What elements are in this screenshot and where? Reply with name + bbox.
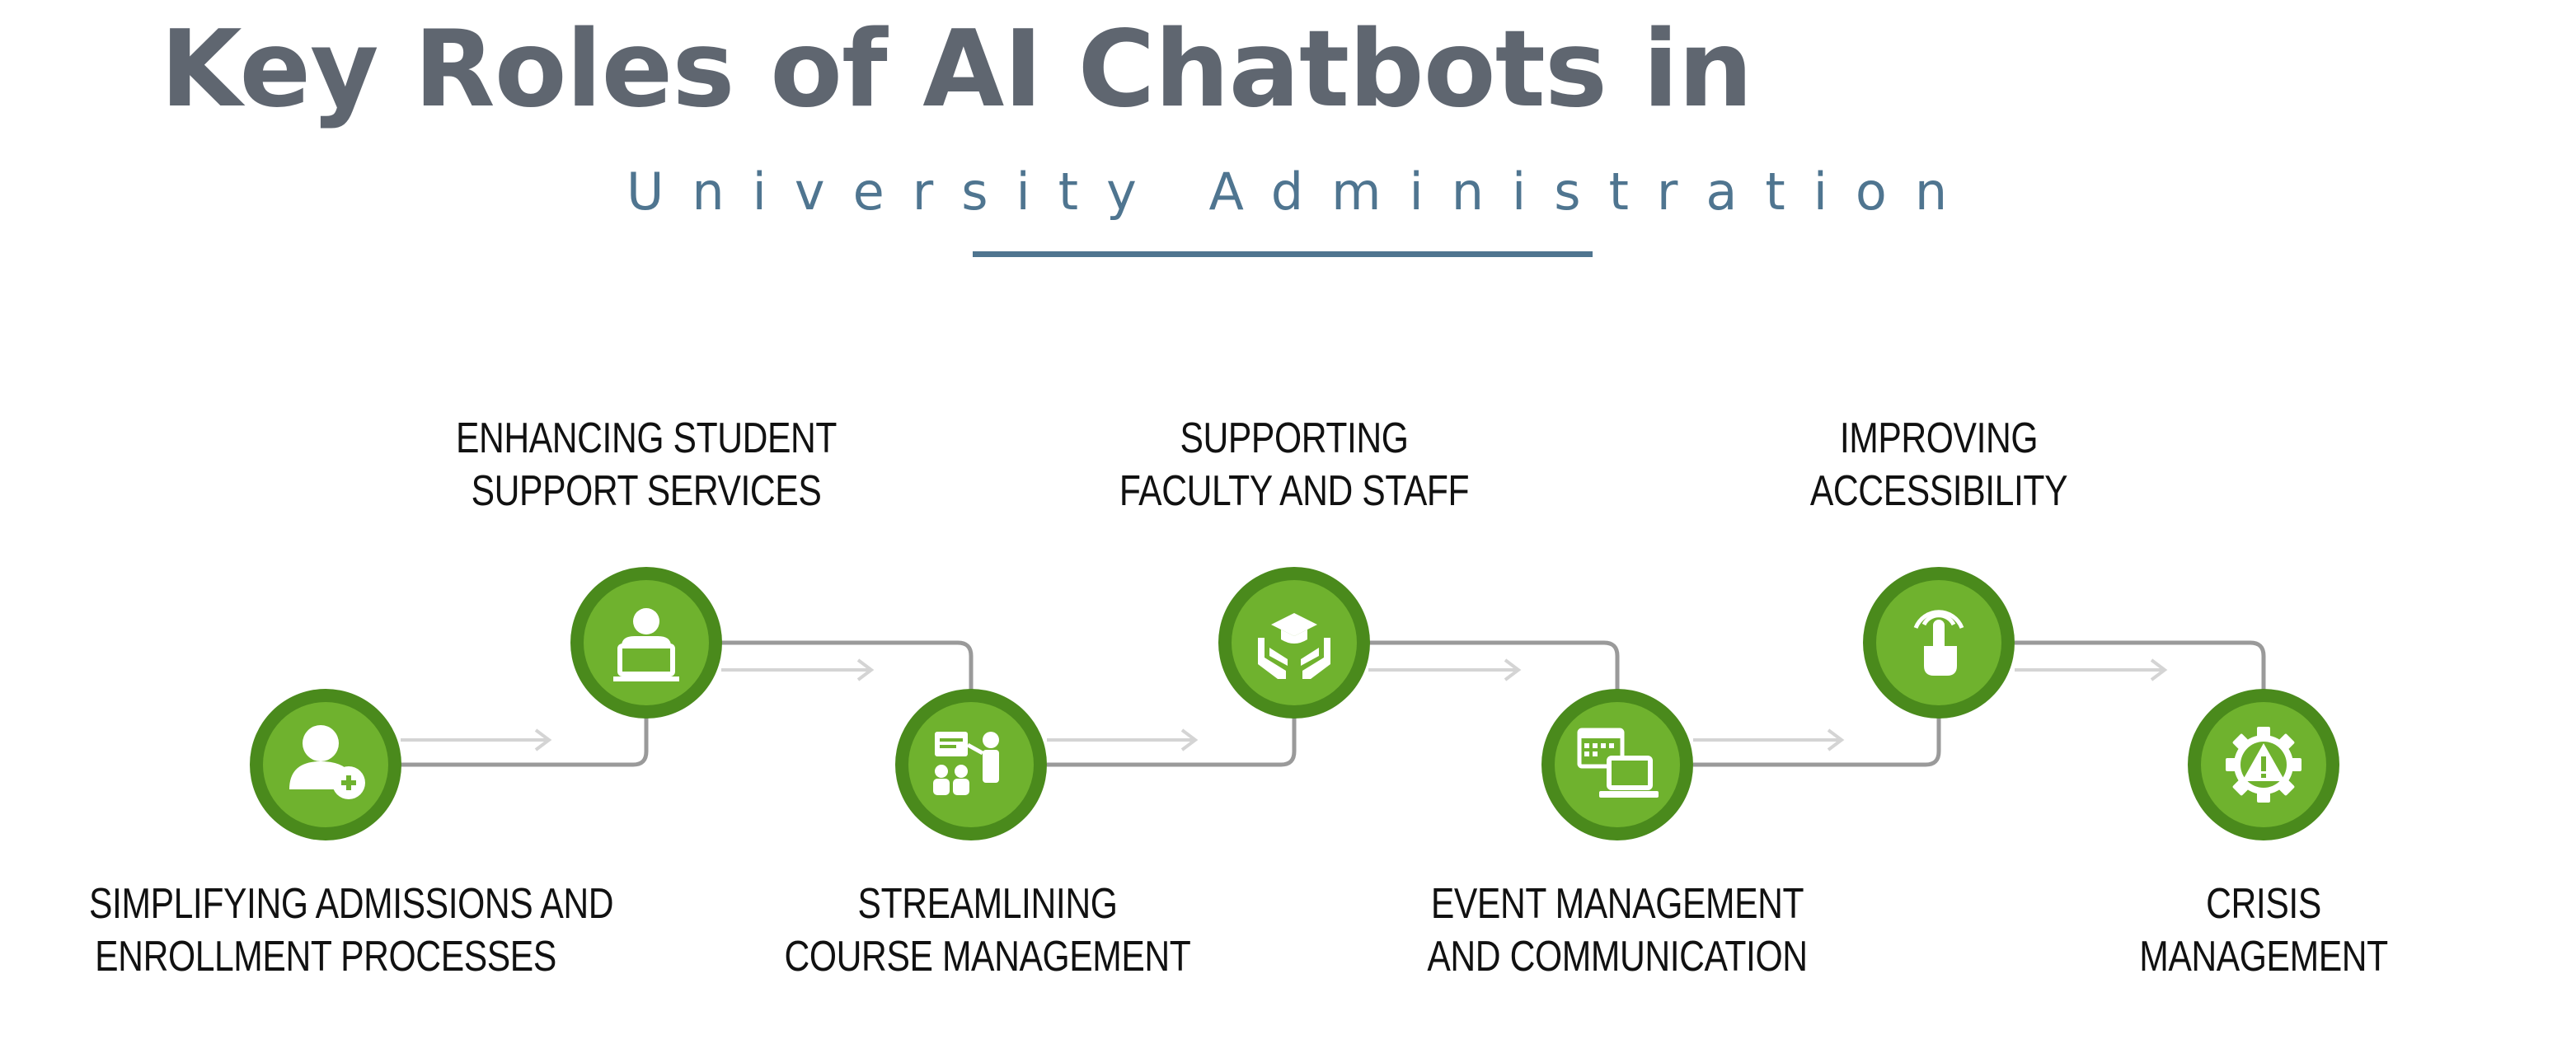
classroom-presentation-icon <box>933 732 999 795</box>
arrow-5 <box>1693 728 1845 751</box>
main-title: Key Roles of AI Chatbots in <box>160 8 1753 131</box>
step-node-6 <box>1863 567 2015 719</box>
connector-3-4 <box>1047 715 1297 767</box>
step-label-1: SIMPLIFYING ADMISSIONS AND ENROLLMENT PR… <box>89 878 614 983</box>
step-node-3 <box>895 689 1047 840</box>
step-label-3-line1: STREAMLINING <box>857 880 1118 928</box>
step-label-1-line1: SIMPLIFYING ADMISSIONS AND <box>89 880 614 928</box>
arrow-6 <box>2015 658 2168 681</box>
step-label-6-line2: ACCESSIBILITY <box>1809 467 2068 515</box>
connector-5-6 <box>1693 715 1941 767</box>
step-label-4-line2: FACULTY AND STAFF <box>1119 467 1470 515</box>
connector-4-5 <box>1368 640 1620 691</box>
step-label-6: IMPROVING ACCESSIBILITY <box>1702 412 2175 517</box>
arrow-1 <box>401 728 552 751</box>
user-add-icon <box>289 725 365 799</box>
connector-2-3 <box>721 640 974 691</box>
step-label-7-line2: MANAGEMENT <box>2139 933 2388 981</box>
student-laptop-icon <box>613 608 679 681</box>
step-node-4 <box>1218 567 1370 719</box>
step-label-7-line1: CRISIS <box>2206 880 2321 928</box>
step-label-2: ENHANCING STUDENT SUPPORT SERVICES <box>410 412 883 517</box>
connector-6-7 <box>2015 640 2266 691</box>
graduation-hands-icon <box>1258 613 1330 679</box>
arrow-4 <box>1368 658 1522 681</box>
step-label-4-line1: SUPPORTING <box>1180 414 1409 462</box>
step-label-2-line2: SUPPORT SERVICES <box>471 467 822 515</box>
arrow-3 <box>1047 728 1199 751</box>
touch-finger-icon <box>1913 610 1964 676</box>
step-label-6-line1: IMPROVING <box>1839 414 2039 462</box>
step-label-7: CRISIS MANAGEMENT <box>2027 878 2500 983</box>
step-node-7 <box>2188 689 2339 840</box>
step-node-5 <box>1541 689 1693 840</box>
gear-warning-icon <box>2226 727 2302 803</box>
connectors <box>401 640 2266 767</box>
step-label-4: SUPPORTING FACULTY AND STAFF <box>1058 412 1531 517</box>
arrow-2 <box>721 658 875 681</box>
step-label-1-line2: ENROLLMENT PROCESSES <box>95 933 556 981</box>
step-node-1 <box>250 689 401 840</box>
step-label-5: EVENT MANAGEMENT AND COMMUNICATION <box>1381 878 1854 983</box>
title-underline <box>973 251 1593 257</box>
step-label-5-line1: EVENT MANAGEMENT <box>1430 880 1804 928</box>
connector-1-2 <box>401 643 649 767</box>
step-node-2 <box>570 567 722 719</box>
calendar-laptop-icon <box>1577 728 1659 798</box>
subtitle: University Administration <box>626 162 1976 222</box>
step-label-3: STREAMLINING COURSE MANAGEMENT <box>751 878 1224 983</box>
step-label-5-line2: AND COMMUNICATION <box>1427 933 1808 981</box>
step-label-2-line1: ENHANCING STUDENT <box>455 414 838 462</box>
guide-arrows <box>401 658 2168 751</box>
step-label-3-line2: COURSE MANAGEMENT <box>784 933 1191 981</box>
